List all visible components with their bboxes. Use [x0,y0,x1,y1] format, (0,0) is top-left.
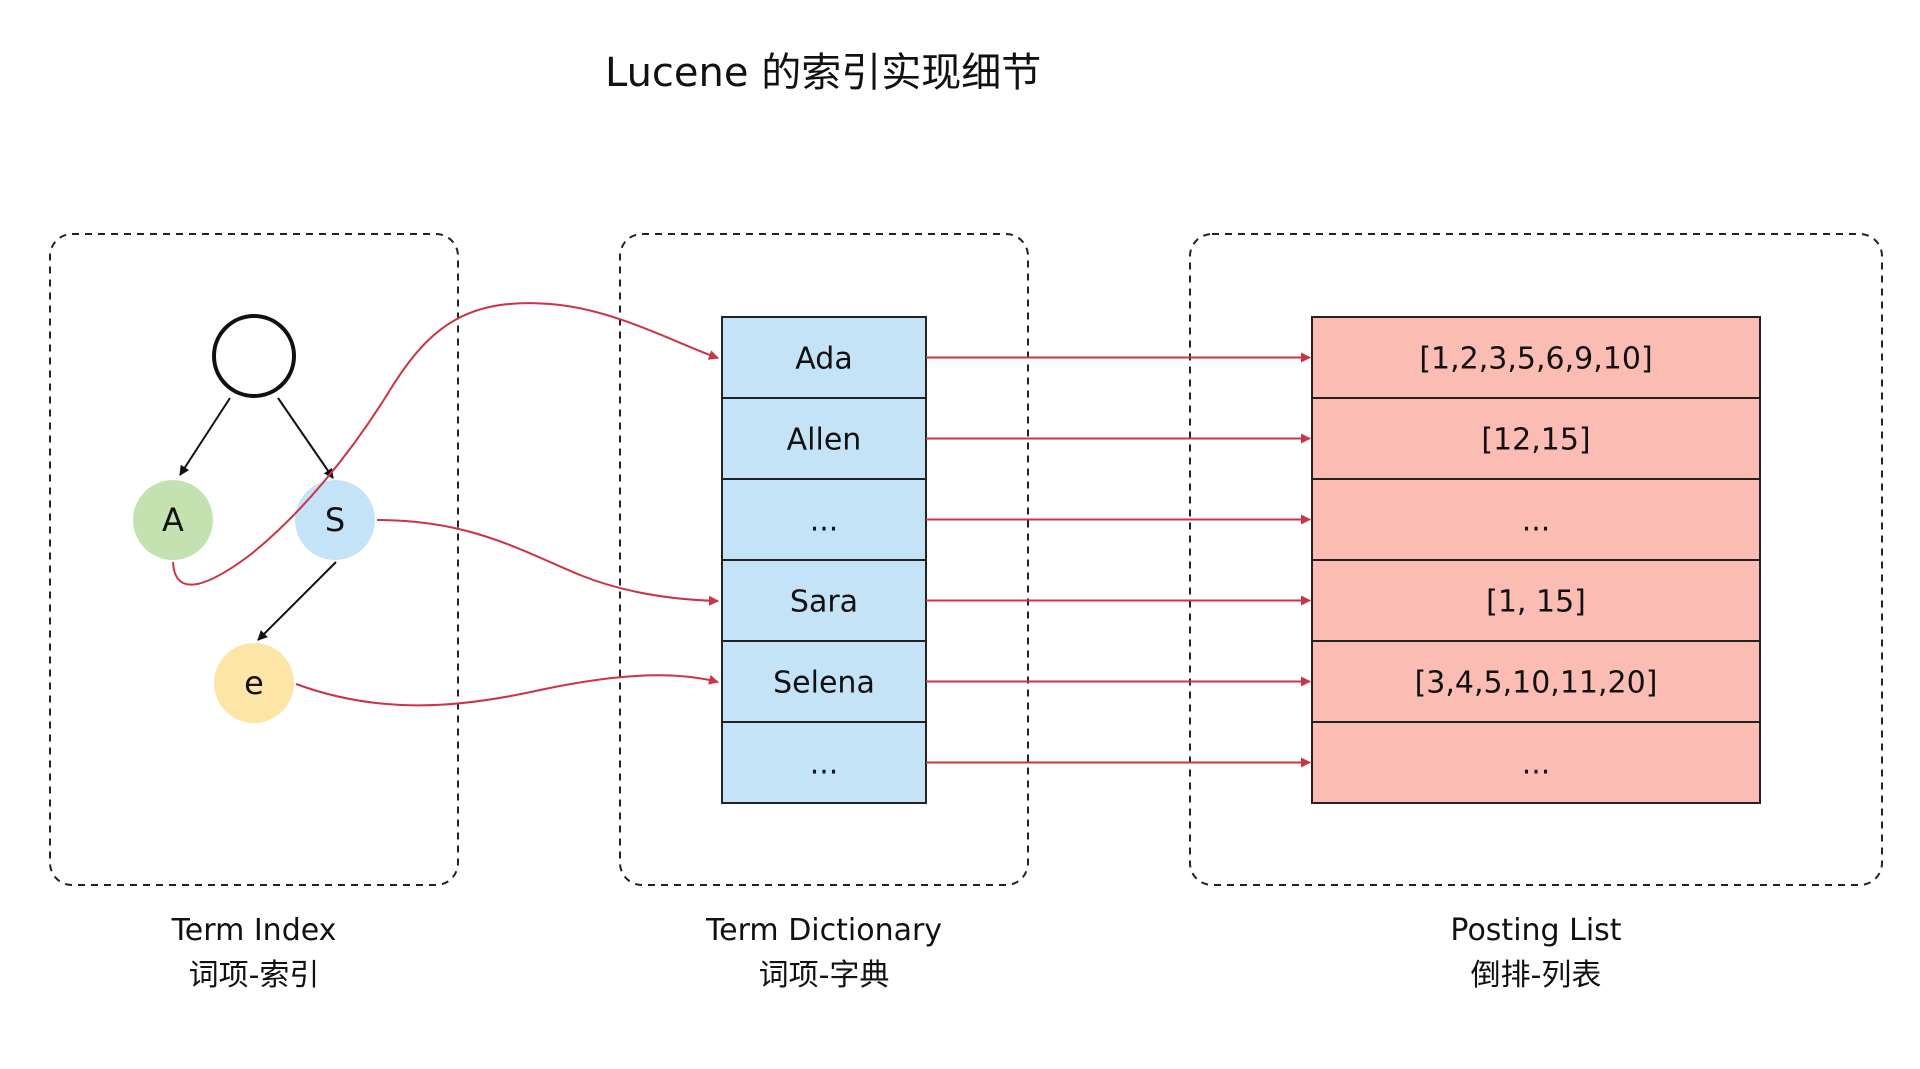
tree-node-s-label: S [325,501,345,539]
dictionary-term-box [721,316,927,399]
posting-list-cell: [1,2,3,5,6,9,10] [1311,316,1761,399]
posting-list-box [1311,559,1761,642]
curve-s-to-sara [376,519,719,606]
term-index-frame [49,233,459,886]
posting-list-cell: ... [1311,478,1761,561]
dictionary-term-box [721,721,927,804]
curve-e-to-selena [295,674,719,707]
posting-list-caption-en: Posting List [1450,913,1621,948]
posting-list-label: ... [1522,747,1551,782]
term-dictionary-caption-cn: 词项-字典 [759,958,890,993]
term-dictionary-caption-en: Term Dictionary [705,913,942,948]
dictionary-term-cell: ... [721,478,927,561]
dictionary-term-label: ... [810,747,839,782]
posting-list-caption-cn: 倒排-列表 [1471,958,1602,993]
dictionary-term-cell: Selena [721,640,927,723]
posting-list-box [1311,640,1761,723]
dictionary-term-cell: ... [721,721,927,804]
posting-list-cell: [1, 15] [1311,559,1761,642]
term-index-caption-cn: 词项-索引 [189,958,320,993]
tree-node-a [133,480,213,560]
dictionary-term-label: Ada [795,342,852,377]
posting-list-label: [12,15] [1481,423,1590,458]
curve-a-to-ada [172,302,719,586]
dictionary-term-cell: Ada [721,316,927,399]
posting-list-cell: [3,4,5,10,11,20] [1311,640,1761,723]
posting-list-label: [1, 15] [1486,585,1586,620]
tree-node-e [214,643,294,723]
tree-node-root [212,314,296,398]
tree-edge-s-e [257,561,337,641]
dictionary-to-posting-arrows [926,352,1311,768]
posting-list-cell: [12,15] [1311,397,1761,480]
posting-list-cell: ... [1311,721,1761,804]
posting-list-label: [1,2,3,5,6,9,10] [1419,342,1652,377]
dictionary-term-cell: Sara [721,559,927,642]
tree-edge-root-a [179,397,231,476]
dictionary-term-cell: Allen [721,397,927,480]
dictionary-term-label: Allen [787,423,862,458]
tree-node-e-label: e [244,664,264,702]
dictionary-term-box [721,640,927,723]
dictionary-term-label: ... [810,504,839,539]
posting-list-box [1311,397,1761,480]
posting-list-label: ... [1522,504,1551,539]
tree-node-a-label: A [162,501,184,539]
tree-edge-root-s [277,397,334,479]
term-dictionary-frame [619,233,1029,886]
tree-node-s [295,480,375,560]
dictionary-term-label: Selena [773,666,875,701]
dictionary-term-label: Sara [790,585,858,620]
dictionary-term-box [721,478,927,561]
posting-list-label: [3,4,5,10,11,20] [1415,666,1658,701]
posting-list-box [1311,316,1761,399]
posting-list-box [1311,478,1761,561]
term-index-caption-en: Term Index [171,913,337,948]
posting-list-box [1311,721,1761,804]
posting-list-column: [1,2,3,5,6,9,10] [12,15]... [1, 15] [3,4,5,… [1311,316,1761,804]
diagram-title: Lucene 的索引实现细节 [605,50,1041,96]
